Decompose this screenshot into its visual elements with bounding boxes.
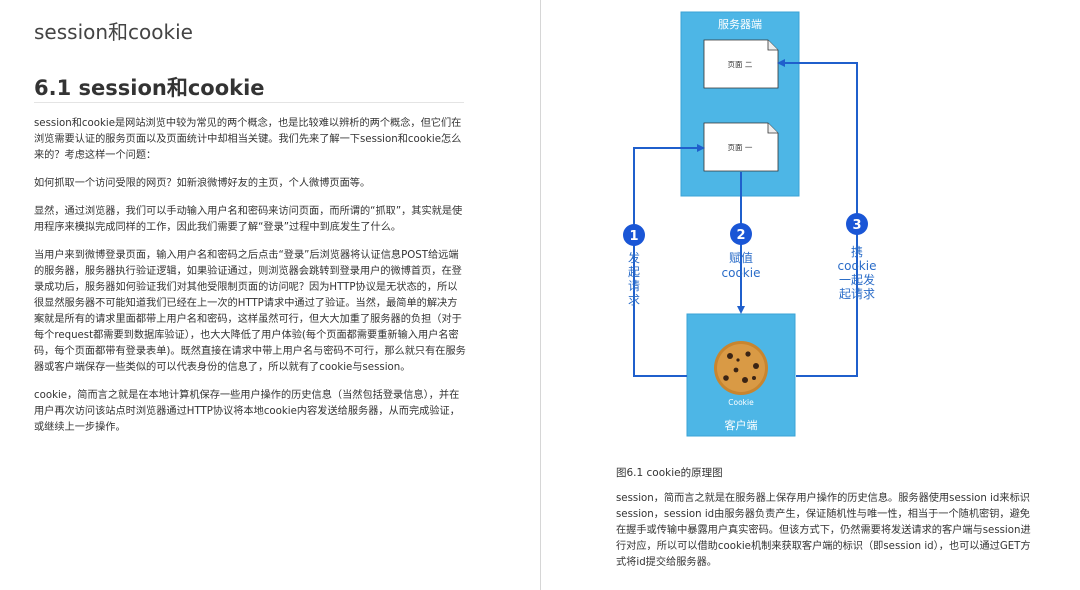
right-page (541, 0, 1080, 590)
step-one-number: 1 (629, 229, 638, 244)
paragraph: cookie，简而言之就是在本地计算机保存一些用户操作的历史信息（当然包括登录信… (34, 390, 460, 433)
left-page: session和cookie 6.1 session和cookie sessio… (34, 20, 466, 448)
client-label: 客户端 (725, 418, 758, 432)
step-three-badge (846, 213, 868, 235)
cookie-icon (714, 341, 768, 395)
step-three-label: cookie (838, 259, 877, 273)
step-one-badge (623, 224, 645, 246)
step-three-label: 一起发 (839, 272, 875, 287)
step-one-label: 请 (628, 279, 640, 293)
paragraph: session和cookie是网站浏览中较为常见的两个概念，也是比较难以辨析的两… (34, 118, 462, 161)
step-one-label: 求 (628, 293, 640, 307)
paragraph: 当用户来到微博登录页面，输入用户名和密码之后点击“登录”后浏览器将认证信息POS… (34, 250, 466, 373)
step-two-label: 赋值 (729, 250, 753, 265)
request-arrow (633, 144, 705, 377)
left-body: session和cookie是网站浏览中较为常见的两个概念，也是比较难以辨析的两… (34, 116, 466, 448)
page-divider (540, 0, 541, 590)
step-one-label: 起 (628, 265, 640, 279)
step-three-label: 携 (851, 244, 863, 259)
page-two-label: 页面 二 (728, 60, 753, 69)
cookie-image-label: Cookie (728, 398, 754, 407)
step-two-number: 2 (736, 228, 745, 243)
step-one-label: 发 (628, 250, 640, 265)
step-three-number: 3 (852, 218, 861, 233)
section-heading: 6.1 session和cookie (34, 76, 265, 100)
step-three-label: 起请求 (839, 287, 875, 301)
figure-caption: 图6.1 cookie的原理图 (616, 467, 723, 479)
server-label: 服务器端 (718, 18, 762, 31)
right-paragraph: session，简而言之就是在服务器上保存用户操作的历史信息。服务器使用sess… (616, 493, 1031, 568)
page-one-document (703, 122, 779, 172)
page-two-document (703, 39, 779, 89)
step-two-badge (730, 223, 752, 245)
heading-rule (34, 102, 464, 103)
step-two-label: cookie (722, 266, 761, 280)
paragraph: 显然，通过浏览器，我们可以手动输入用户名和密码来访问页面，而所谓的“抓取”，其实… (34, 206, 463, 233)
document-title: session和cookie (34, 20, 193, 44)
paragraph: 如何抓取一个访问受限的网页？如新浪微博好友的主页，个人微博页面等。 (34, 178, 371, 189)
page-one-label: 页面 一 (728, 143, 753, 152)
